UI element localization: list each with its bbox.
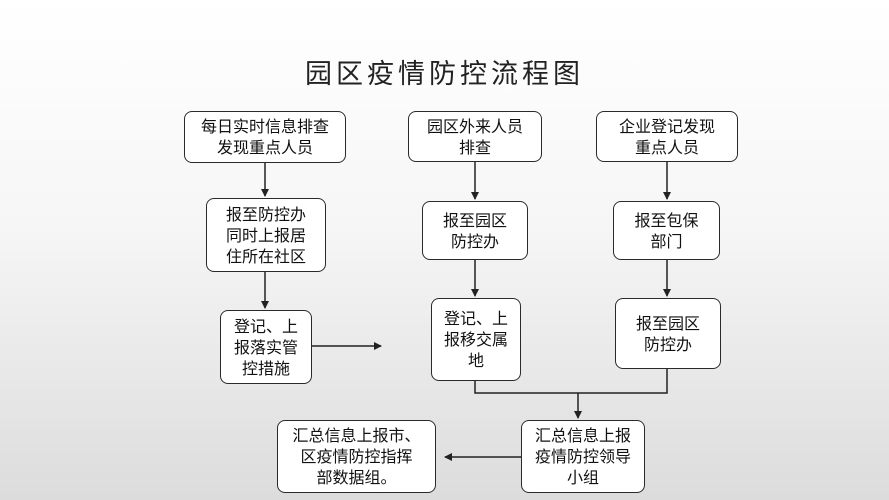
node-outsider-screening: 园区外来人员 排查	[408, 111, 542, 162]
node-register-control-measures: 登记、上 报落实管 控措施	[220, 310, 312, 384]
merge-connector	[474, 369, 668, 394]
node-report-guarantee-dept: 报至包保 部门	[613, 201, 720, 260]
node-daily-screening: 每日实时信息排查 发现重点人员	[184, 111, 346, 163]
node-report-park-office: 报至园区 防控办	[422, 201, 528, 260]
node-register-transfer-locality: 登记、上 报移交属 地	[431, 298, 521, 381]
node-enterprise-screening: 企业登记发现 重点人员	[596, 111, 738, 162]
node-summary-leadership: 汇总信息上报 疫情防控领导 小组	[521, 420, 645, 493]
page-title: 园区疫情防控流程图	[305, 59, 584, 90]
node-report-prevention-office-community: 报至防控办 同时上报居 住所在社区	[206, 198, 326, 272]
node-summary-city-command: 汇总信息上报市、 区疫情防控指挥 部数据组。	[277, 420, 436, 493]
node-report-park-office-2: 报至园区 防控办	[615, 298, 721, 369]
